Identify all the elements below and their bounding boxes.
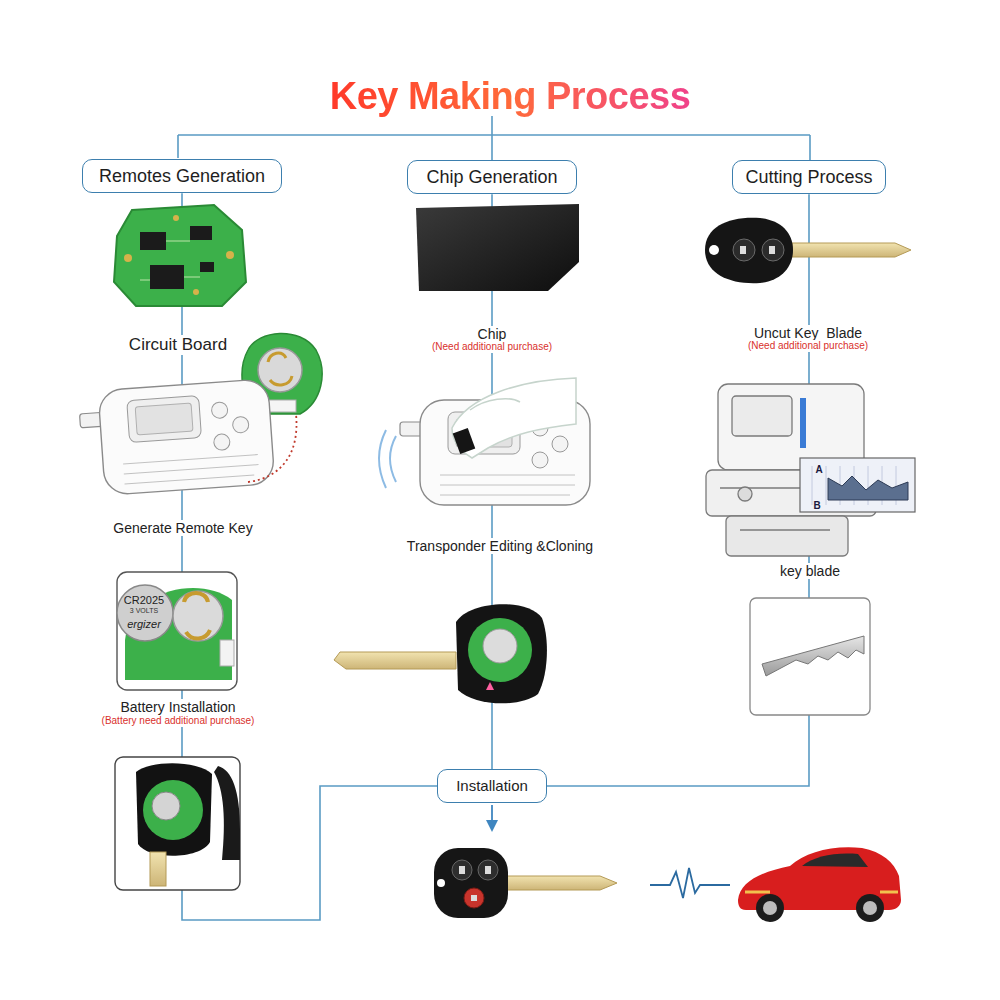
box-label: Chip Generation (426, 167, 557, 188)
dotted-pointer (248, 414, 297, 482)
process-box: Remotes Generation (82, 159, 282, 194)
caption-text: key blade (777, 563, 843, 579)
note-text: 3 VOLTS (130, 607, 158, 615)
caption-text: Generate Remote Key (110, 520, 255, 536)
note-text: A (815, 464, 822, 476)
caption-text: Chip (475, 326, 510, 342)
caption-text: Transponder Editing &Cloning (404, 538, 596, 554)
caption-text: Uncut Key Blade (751, 325, 865, 341)
install-arrow (491, 805, 493, 830)
motion-arc (379, 430, 396, 488)
remote-open-photo (115, 757, 240, 890)
key-tool-device (78, 379, 275, 497)
note-text: (Battery need additional purchase) (99, 715, 258, 727)
bitting-graph (800, 458, 915, 512)
box-label: Cutting Process (745, 167, 872, 188)
box-label: Remotes Generation (99, 166, 265, 187)
diagram-title: Key Making Process (330, 75, 691, 118)
process-box: Installation (437, 769, 547, 802)
note-text: ergizer (127, 618, 161, 631)
note-text: CR2025 (124, 594, 164, 607)
process-box: Cutting Process (732, 160, 885, 195)
box-label: Installation (456, 777, 528, 794)
hand (452, 378, 576, 458)
finished-key (434, 848, 617, 918)
tree-line (178, 116, 810, 160)
note-text: (Need additional purchase) (745, 340, 871, 352)
note-text: B (813, 500, 820, 512)
uncut-key (705, 218, 911, 283)
blade-photo (750, 598, 870, 715)
car (738, 847, 901, 922)
note-text: (Need additional purchase) (429, 341, 555, 353)
transponder-chip (416, 204, 579, 291)
caption-text: Battery Installation (117, 699, 238, 715)
process-box: Chip Generation (407, 160, 576, 195)
key-with-board (334, 604, 547, 703)
signal-wave (650, 868, 730, 898)
circuit-board (114, 205, 246, 306)
caption-text: Circuit Board (126, 335, 230, 355)
battery-photo (117, 572, 237, 690)
